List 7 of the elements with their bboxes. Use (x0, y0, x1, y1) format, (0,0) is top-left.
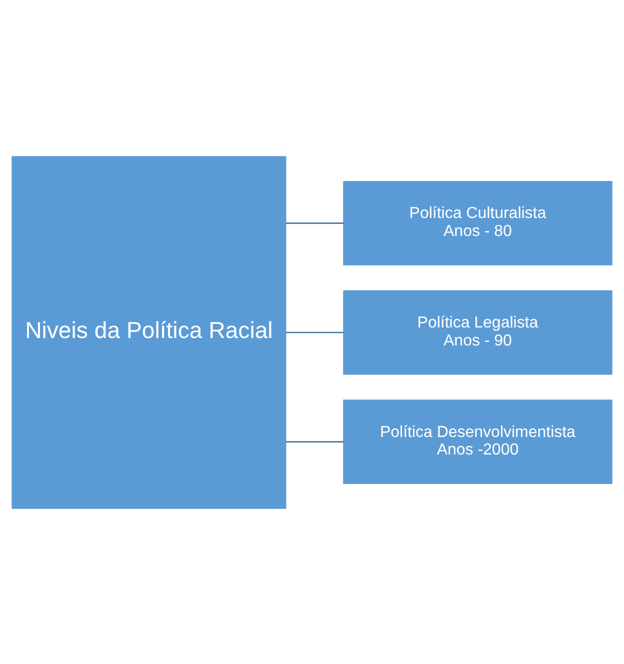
node-box: Política Legalista Anos - 90 (343, 290, 612, 374)
connector (286, 222, 344, 224)
connector (286, 331, 344, 333)
node-box: Política Culturalista Anos - 80 (343, 180, 612, 265)
connector (286, 440, 344, 442)
node-box: Política Desenvolvimentista Anos -2000 (343, 399, 612, 484)
node-box: Niveis da Política Racial (12, 156, 286, 508)
